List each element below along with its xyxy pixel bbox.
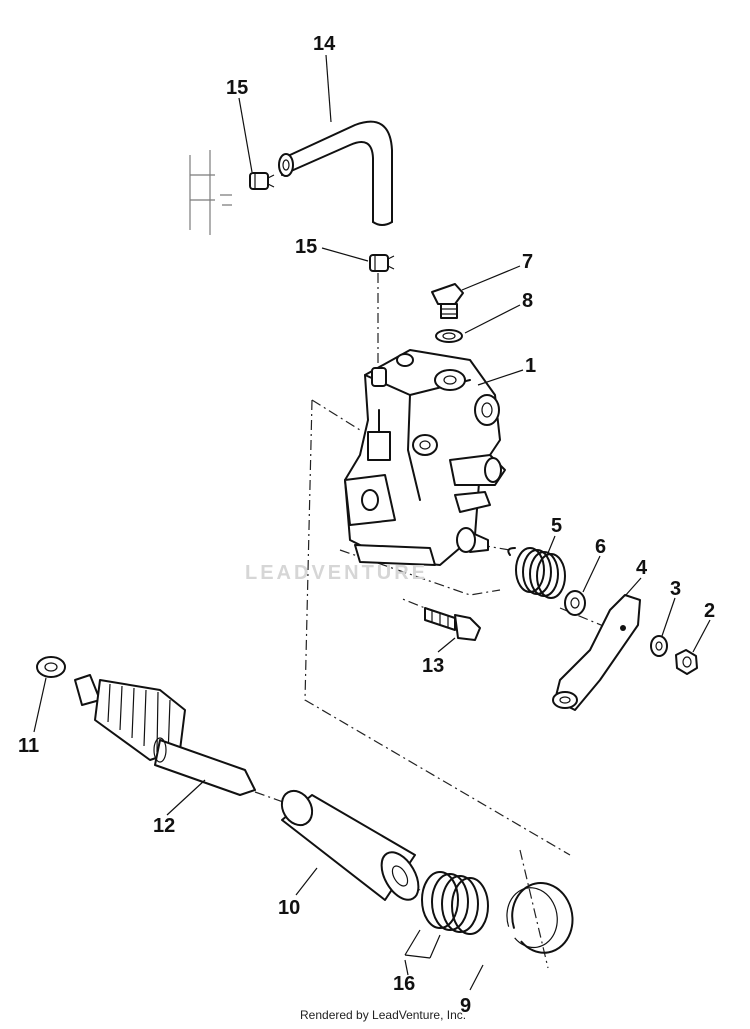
label-part-14: 14 <box>313 33 336 55</box>
banjo-bolt-part <box>431 283 464 319</box>
oil-pump-body-part <box>344 349 506 566</box>
spring-washer-part <box>650 635 668 657</box>
label-part-1: 1 <box>525 355 536 377</box>
label-part-16: 16 <box>393 973 415 995</box>
carburetor-fitting-ghost <box>189 150 232 235</box>
label-part-9: 9 <box>460 995 471 1017</box>
pump-control-lever-part <box>552 594 641 711</box>
label-part-7: 7 <box>522 251 533 273</box>
hose-clamp-upper-part <box>249 172 275 190</box>
sealing-washer-part <box>435 329 463 343</box>
label-part-10: 10 <box>278 897 300 919</box>
watermark: LEADVENTURE <box>245 562 429 584</box>
label-part-8: 8 <box>522 290 533 312</box>
label-part-4: 4 <box>636 557 648 579</box>
filter-spring-part <box>404 871 489 959</box>
lever-washer-part <box>564 590 586 616</box>
label-part-12: 12 <box>153 815 175 837</box>
shaft-washer-part <box>36 656 66 678</box>
render-credit: Rendered by LeadVenture, Inc. <box>300 1008 467 1022</box>
label-part-3: 3 <box>670 578 681 600</box>
hose-clamp-lower-part <box>369 254 395 272</box>
label-part-15-lower: 15 <box>295 236 317 258</box>
label-part-6: 6 <box>595 536 606 558</box>
drive-gear-shaft-part <box>74 674 256 796</box>
oil-filter-sleeve-part <box>280 789 420 901</box>
mounting-bolt-part <box>424 607 481 641</box>
part-number-labels: 14 15 15 7 8 1 5 6 4 3 2 13 11 12 10 16 … <box>18 33 715 1017</box>
label-part-5: 5 <box>551 515 562 537</box>
label-part-2: 2 <box>704 600 715 622</box>
label-part-11: 11 <box>18 735 39 757</box>
lock-nut-part <box>675 649 698 675</box>
return-spring-part <box>507 547 566 599</box>
snap-ring-part <box>506 882 574 954</box>
fuel-hose-part <box>278 120 393 226</box>
label-part-15-upper: 15 <box>226 77 248 99</box>
label-part-13: 13 <box>422 655 444 677</box>
leader-lines <box>33 54 711 991</box>
